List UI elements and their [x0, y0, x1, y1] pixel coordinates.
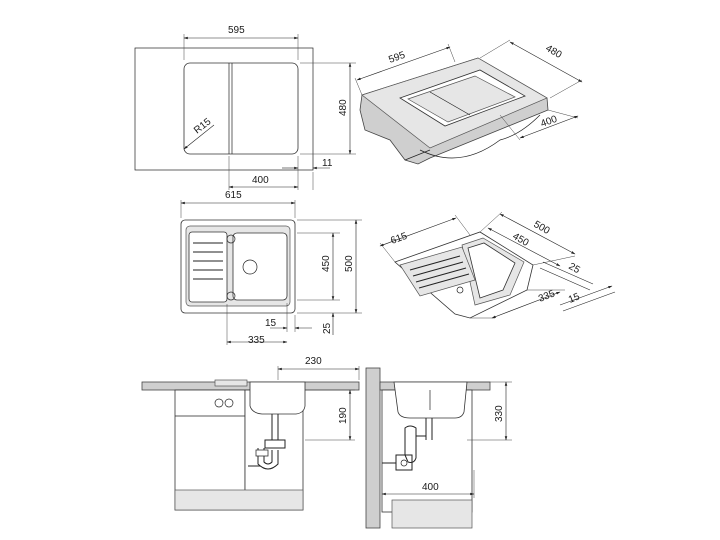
control-knob-2 — [224, 398, 234, 408]
view1-top-plan: 595 480 R15 400 11 — [134, 25, 356, 190]
dim-label-400: 400 — [252, 175, 269, 186]
view2-top-plan: 615 450 500 25 15 335 — [180, 190, 362, 346]
dim-label-11: 11 — [322, 158, 333, 169]
dim-label-190: 190 — [338, 407, 349, 424]
dim-label-500: 500 — [344, 255, 355, 272]
overflow-top — [226, 234, 236, 244]
dim-label-230: 230 — [305, 356, 322, 367]
iso-dim-line-335 — [491, 291, 561, 319]
bowl — [232, 232, 288, 301]
view1-isometric: 595 480 400 — [354, 39, 583, 165]
dim-label-400-side: 400 — [422, 482, 439, 493]
dim-label-615: 615 — [225, 190, 242, 201]
iso-dim-line-25 — [539, 267, 591, 291]
overflow-bottom — [226, 291, 236, 301]
section-front: 230 190 — [141, 356, 360, 511]
drainer-section — [214, 379, 248, 387]
iso-dim-label-450: 450 — [511, 231, 531, 249]
iso-dim-label-400: 400 — [539, 114, 559, 130]
sink-bowl-section — [249, 381, 306, 415]
view2-isometric: 615 500 450 25 335 15 — [379, 211, 616, 319]
iso-dim-line-595 — [356, 46, 451, 81]
sink-bowl-side — [393, 381, 468, 419]
dim-label-480: 480 — [338, 99, 349, 116]
dim-label-15: 15 — [265, 318, 277, 329]
iso-dim-label-480: 480 — [544, 43, 564, 61]
control-knob-1 — [214, 398, 224, 408]
iso-dim-line-480 — [509, 41, 583, 83]
dim-label-335: 335 — [248, 335, 265, 346]
drainer-iso — [399, 246, 476, 297]
drainer-board — [188, 231, 228, 303]
section-side: 330 400 — [365, 367, 512, 529]
iso-dim-label-335: 335 — [537, 288, 557, 305]
iso-dim-label-15: 15 — [567, 291, 582, 306]
drain-hole — [242, 259, 258, 275]
iso-dim-label-615: 615 — [389, 231, 409, 247]
radius-leader — [183, 124, 215, 150]
dim-label-595: 595 — [228, 25, 245, 36]
wall-section — [365, 367, 381, 529]
iso-dim-line-450 — [487, 227, 561, 267]
iso-dim-label-25: 25 — [567, 261, 583, 276]
iso-dim-line-615 — [379, 217, 457, 247]
dim-label-25: 25 — [322, 322, 333, 334]
sink-cutout — [183, 62, 299, 155]
dim-label-330: 330 — [494, 405, 505, 422]
worktop-outline — [134, 47, 314, 171]
iso-dim-line-15 — [559, 285, 613, 306]
iso-dim-label-500: 500 — [532, 219, 552, 237]
dim-label-450: 450 — [321, 255, 332, 272]
iso-dim-line-400 — [519, 115, 579, 139]
